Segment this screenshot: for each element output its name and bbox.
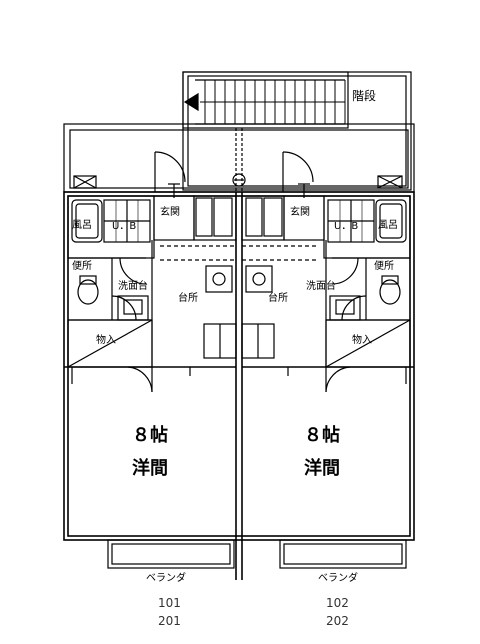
right-kitchen-label: 台所 [268,293,288,304]
corridor [63,123,415,193]
right-room-size: ８帖 [304,425,340,446]
right-toilet-label: 便所 [374,261,394,272]
right-unit-number-lower: 102 [326,596,349,610]
stairs [182,71,412,191]
left-room-size: ８帖 [132,425,168,446]
left-unit-number-lower: 101 [158,596,181,610]
left-veranda-label: ベランダ [146,573,186,584]
right-washstand-label: 洗面台 [306,281,336,292]
left-room-type: 洋間 [132,458,168,479]
building-walls [63,191,415,580]
left-unit-fixtures [67,195,237,569]
right-unit-fixtures [241,195,411,569]
right-bath-label: 風呂 [378,220,398,231]
right-veranda-label: ベランダ [318,573,358,584]
left-washstand-label: 洗面台 [118,281,148,292]
stairs-label: 階段 [352,89,377,103]
right-ub-label: U．B [334,221,359,232]
left-toilet-label: 便所 [72,261,92,272]
left-bath-label: 風呂 [72,220,92,231]
right-unit-number-upper: 202 [326,614,349,628]
right-storage-label: 物入 [352,335,372,346]
left-unit-number-upper: 201 [158,614,181,628]
left-entrance-label: 玄関 [160,207,180,218]
right-room-type: 洋間 [304,458,340,479]
left-kitchen-label: 台所 [178,293,198,304]
left-ub-label: U．B [112,221,137,232]
left-storage-label: 物入 [96,335,116,346]
entrance-doors [154,151,314,198]
right-entrance-label: 玄関 [290,207,310,218]
